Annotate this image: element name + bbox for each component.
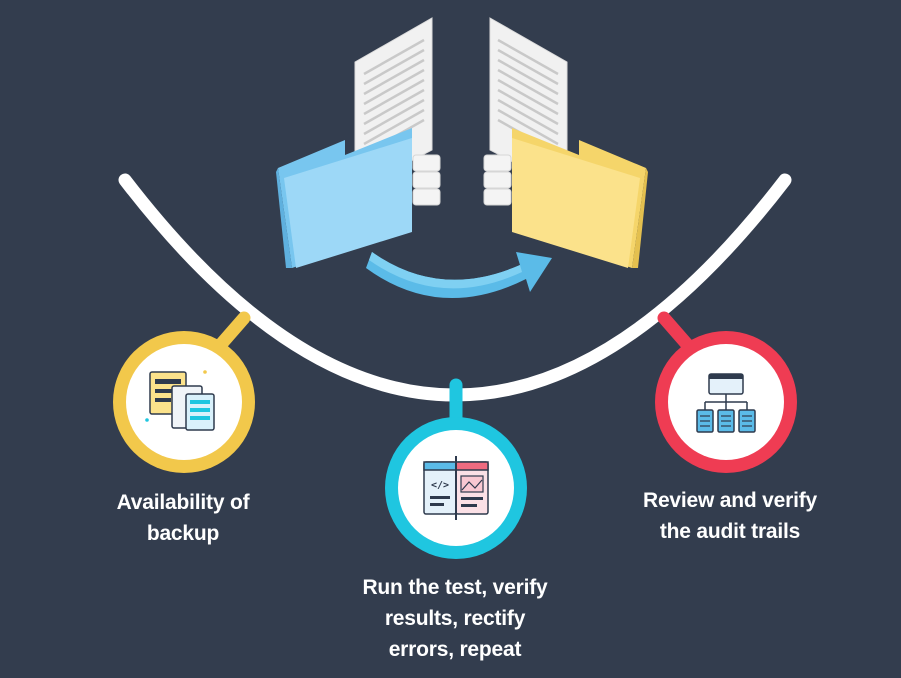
step-label-line: Review and verify: [642, 489, 817, 512]
step-label-line: Run the test, verify: [362, 576, 548, 599]
folder-icon: [276, 128, 412, 268]
curved-arrow-icon: [366, 252, 552, 299]
code-test-window-icon: </>: [423, 456, 489, 520]
step-label-line: the audit trails: [659, 520, 801, 543]
step-label-line: Availability of: [116, 491, 250, 514]
server-icon: [412, 154, 441, 206]
step-label-line: backup: [146, 522, 220, 545]
step-label-line: errors, repeat: [388, 638, 522, 661]
svg-text:</>: </>: [431, 480, 449, 491]
backup-documents-icon: [145, 370, 215, 431]
header-illustration: [276, 17, 648, 299]
step-label-availability-of-backup: Availability of backup: [72, 487, 294, 549]
step-label-line: results, rectify: [384, 607, 526, 630]
step-left-marker: [113, 311, 255, 473]
audit-trail-hierarchy-icon: [696, 373, 756, 433]
server-icon: [483, 154, 512, 206]
folder-icon: [512, 128, 648, 268]
step-label-run-the-test: Run the test, verify results, rectify er…: [330, 572, 580, 665]
step-label-review-audit-trails: Review and verify the audit trails: [605, 485, 855, 547]
step-center-marker: </>: [385, 378, 527, 559]
step-right-marker: [655, 311, 797, 473]
